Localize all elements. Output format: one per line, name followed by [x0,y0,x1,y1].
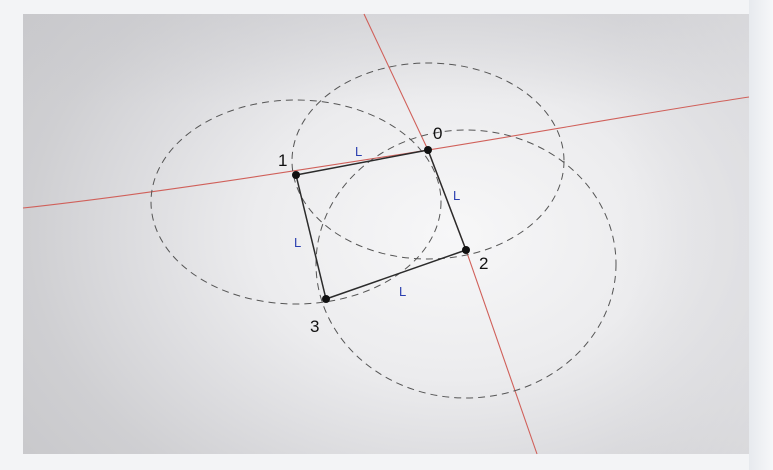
construction-curve-horizontal [22,96,750,209]
side-label-bottom: L [399,284,406,299]
point-label-0: 0 [433,124,442,143]
point-0 [424,146,432,154]
square-edge-left [295,174,327,300]
side-label-left: L [294,235,301,250]
point-label-3: 3 [310,317,319,336]
dashed-circle-point-2 [315,129,617,399]
point-label-2: 2 [479,254,488,273]
dashed-circle-point-0 [291,62,565,260]
page-margin-strip [749,0,773,470]
square-edge-bottom [325,249,467,300]
point-1 [292,171,300,179]
point-label-1: 1 [278,151,287,170]
side-label-top: L [355,144,362,159]
square-edge-top [295,149,429,176]
construction-line-diagonal [363,13,538,455]
dashed-circle-point-1 [150,99,442,305]
point-2 [462,246,470,254]
square-edge-right [427,149,467,251]
point-3 [322,295,330,303]
side-label-right: L [453,188,460,203]
